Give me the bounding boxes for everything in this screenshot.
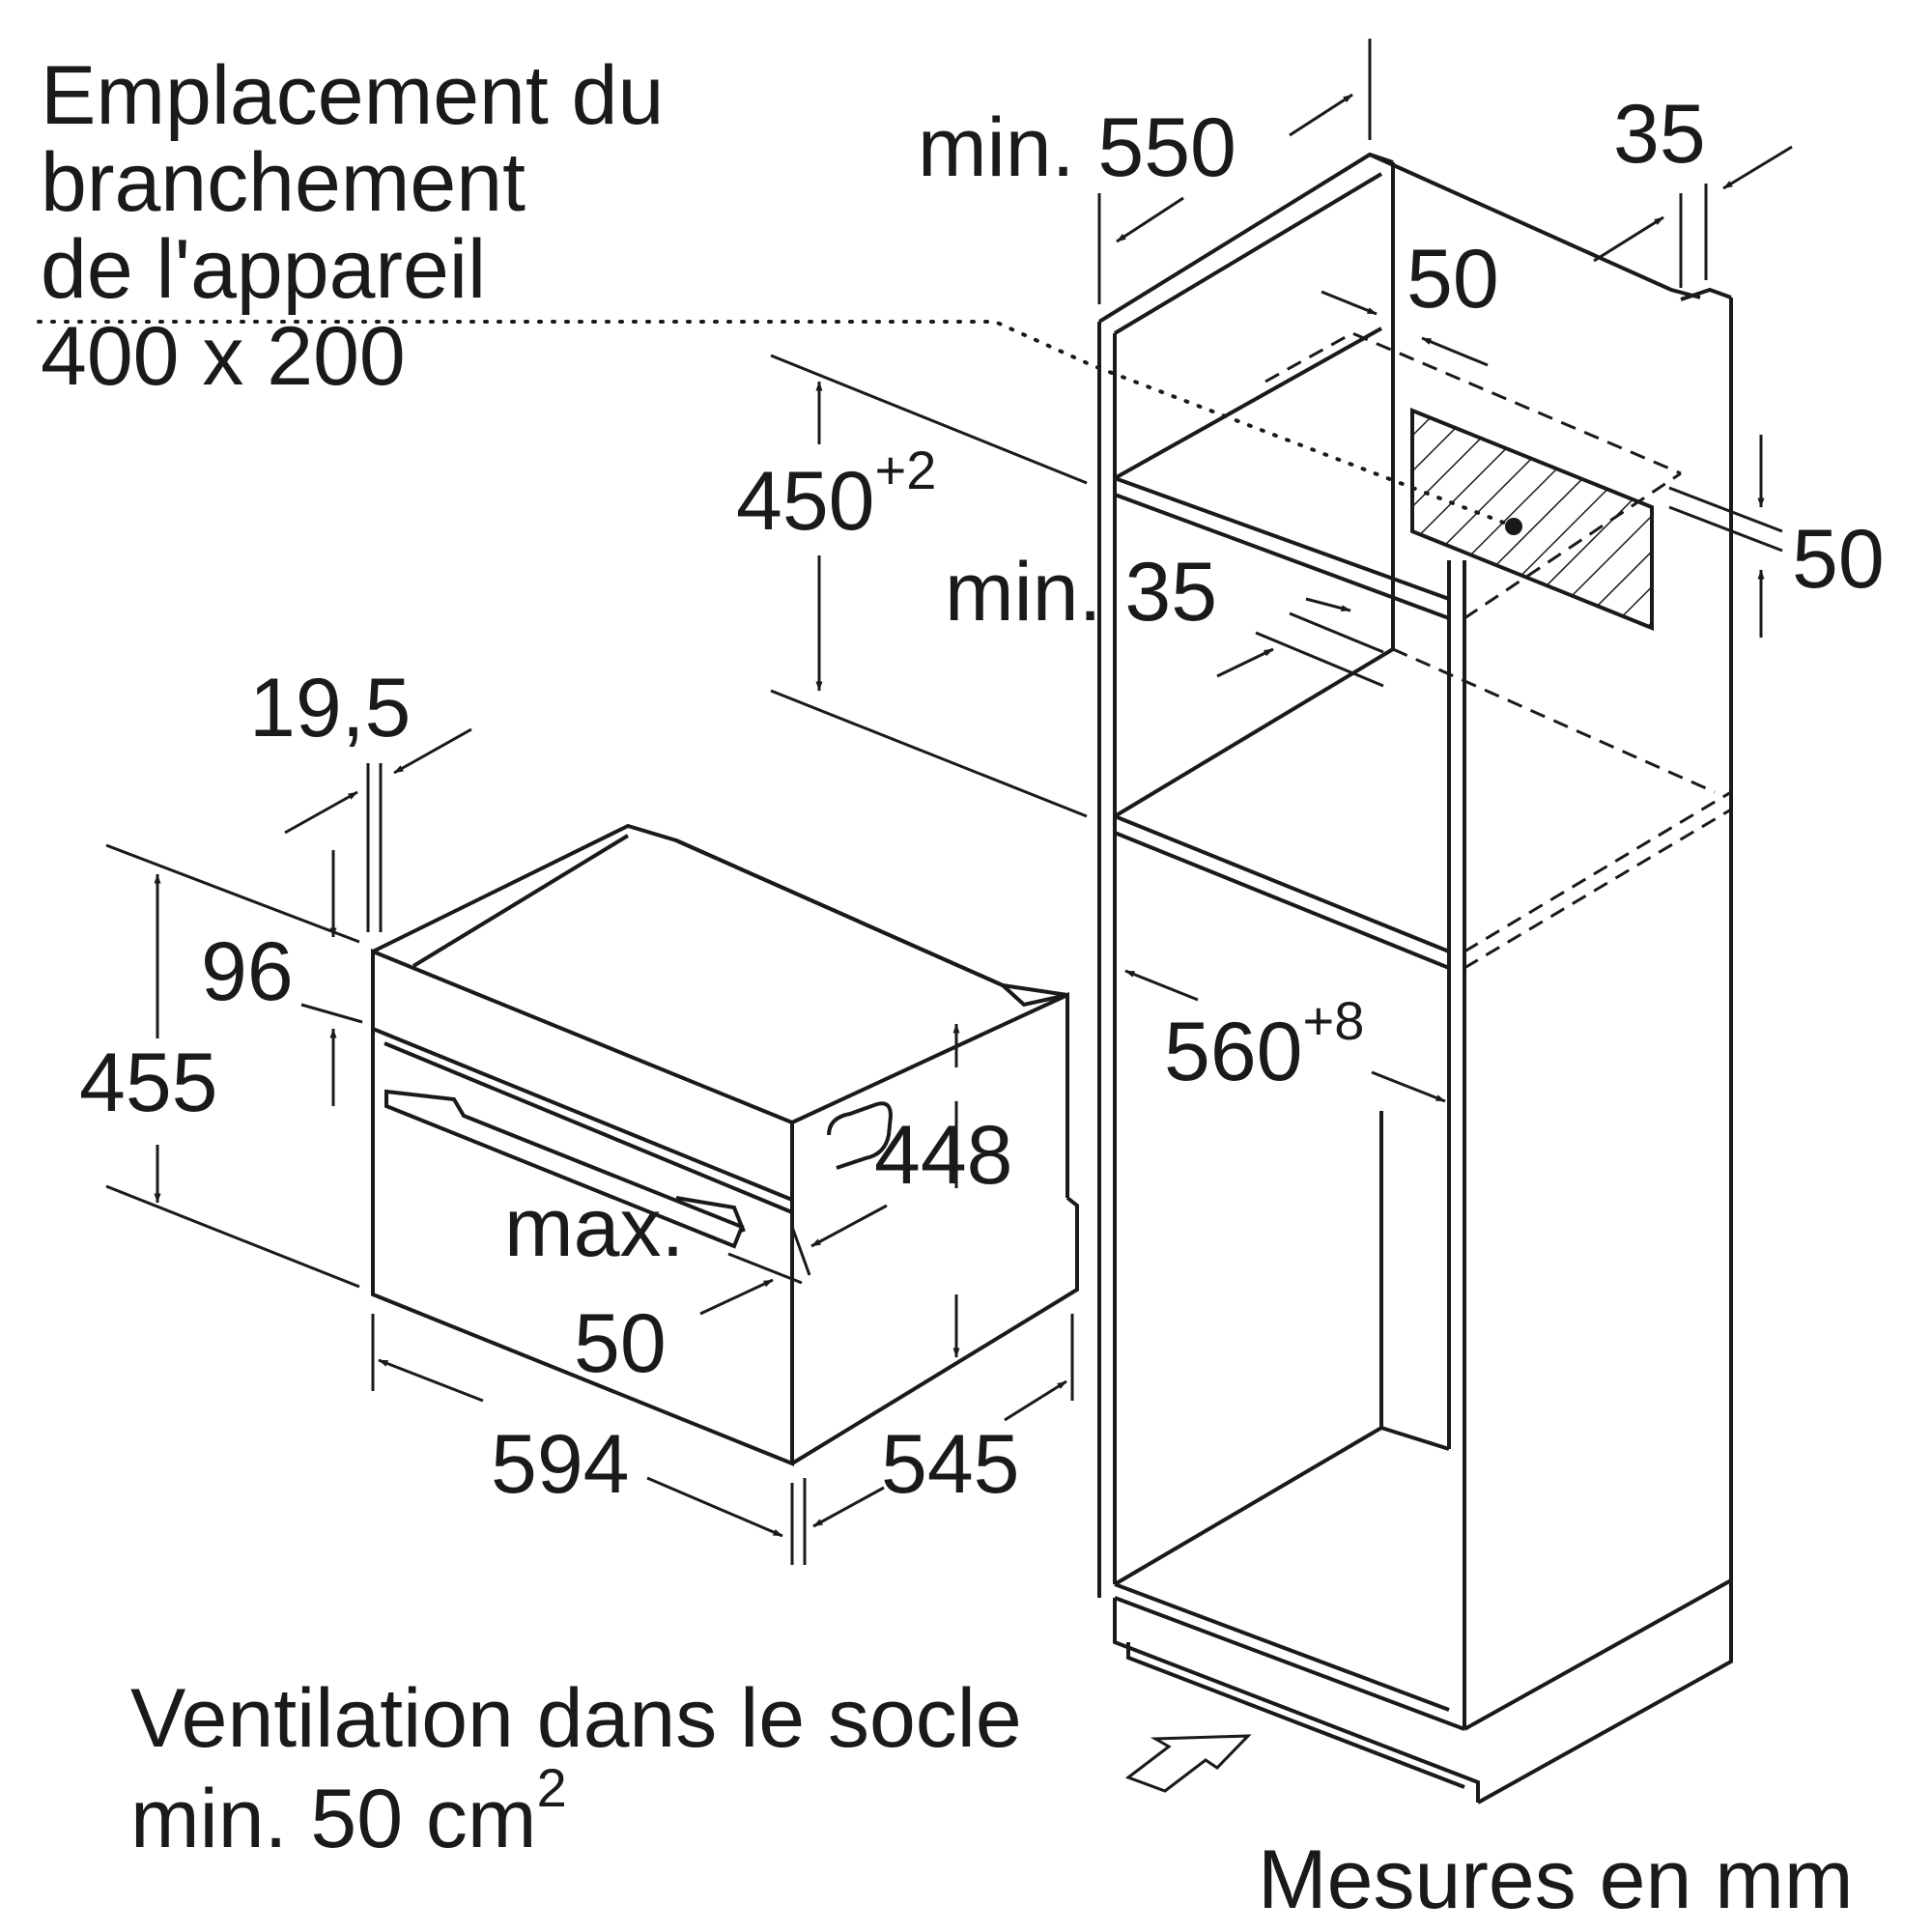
connection-size: 400 x 200 <box>41 310 406 403</box>
connection-line-2: branchement <box>41 136 526 229</box>
dim-max-value: 50 <box>574 1297 667 1390</box>
connection-line-1: Emplacement du <box>41 49 664 142</box>
dim-top-right: 35 <box>1613 88 1706 181</box>
dim-min-35: min. 35 <box>945 546 1217 639</box>
ventilation-arrow <box>1124 1734 1252 1793</box>
dim-front-top: 96 <box>201 925 294 1018</box>
ventilation-line-2: min. 50 cm2 <box>130 1757 567 1865</box>
cabinet-dimensions <box>770 39 1793 1793</box>
dim-body-height: 448 <box>874 1109 1013 1202</box>
dim-top-50: 50 <box>1406 233 1499 326</box>
dim-max-word: max. <box>504 1181 684 1274</box>
cabinet-drawing <box>37 152 1733 1804</box>
dim-niche-height: 450+2 <box>736 440 936 548</box>
dim-panel-thickness: 19,5 <box>249 662 411 754</box>
dim-appliance-width: 594 <box>491 1418 630 1511</box>
connection-area <box>1410 408 1654 631</box>
appliance-drawing <box>371 823 1079 1466</box>
connection-line-3: de l'appareil <box>41 223 486 316</box>
appliance-dimensions <box>105 727 1074 1565</box>
ventilation-line-1: Ventilation dans le socle <box>130 1672 1022 1765</box>
dim-appliance-height: 455 <box>79 1037 218 1129</box>
dim-niche-width: 560+8 <box>1164 990 1364 1098</box>
units-note: Mesures en mm <box>1258 1833 1854 1926</box>
dim-right-50: 50 <box>1792 513 1885 606</box>
dim-appliance-depth: 545 <box>881 1418 1020 1511</box>
dim-niche-depth: min. 550 <box>918 101 1236 194</box>
text-labels: Emplacement du branchement de l'appareil… <box>41 49 1885 1926</box>
